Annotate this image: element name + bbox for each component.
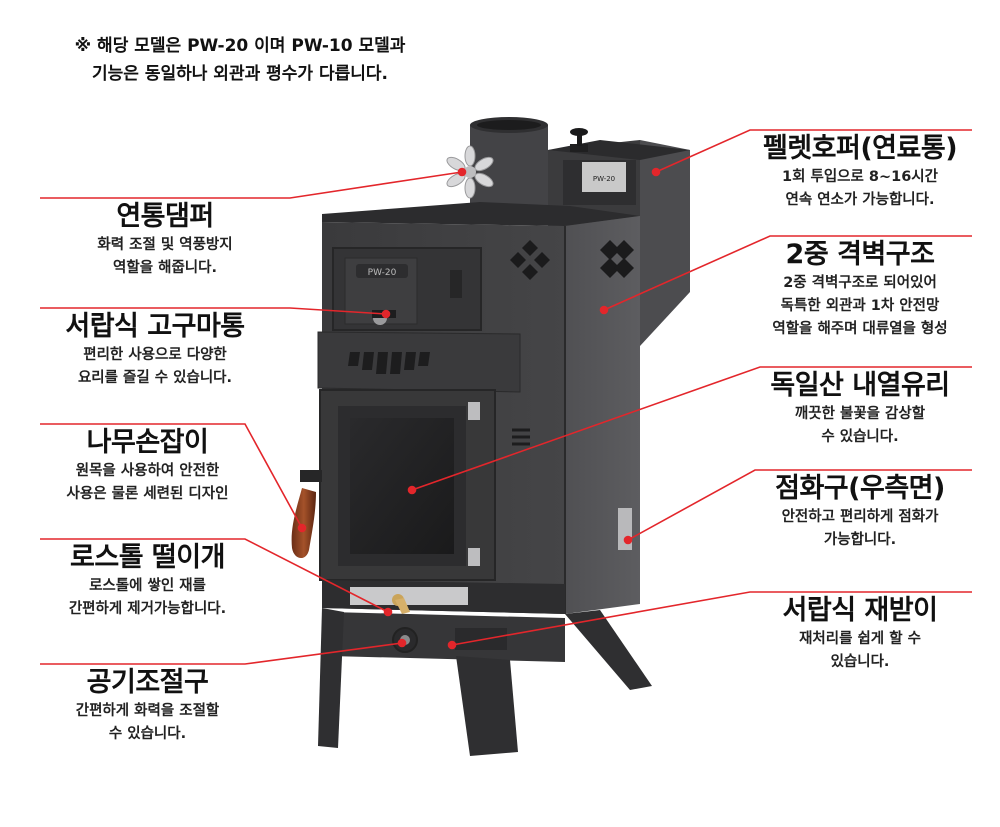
heat-resistant-glass — [350, 418, 454, 554]
callout-title: 공기조절구 — [86, 667, 209, 698]
drawer-badge-text: PW-20 — [368, 268, 397, 278]
callout-desc-line: 2중 격벽구조로 되어있어 — [783, 275, 937, 291]
callout-desc-line: 독특한 외관과 1차 안전망 — [780, 298, 940, 314]
callout-title: 점화구(우측면) — [775, 473, 945, 504]
callout-title: 나무손잡이 — [86, 427, 209, 458]
callout-desc-line: 역할을 해줍니다. — [113, 260, 217, 276]
callout-title: 펠렛호퍼(연료통) — [762, 133, 958, 164]
callout-title: 서랍식 고구마통 — [65, 311, 245, 342]
callout-desc-line: 가능합니다. — [823, 532, 897, 548]
callout-double-wall: 2중 격벽구조 2중 격벽구조로 되어있어 독특한 외관과 1차 안전망 역할을… — [740, 238, 980, 341]
callout-grate-shaker: 로스톨 떨이개 로스톨에 쌓인 재를 간편하게 제거가능합니다. — [25, 541, 270, 621]
grate-shaker-plate — [350, 587, 468, 605]
callout-desc-line: 있습니다. — [830, 654, 890, 670]
callout-title: 로스톨 떨이개 — [70, 542, 225, 573]
callout-desc-line: 요리를 즐길 수 있습니다. — [77, 370, 233, 386]
callout-flue-damper: 연통댐퍼 화력 조절 및 역풍방지 역할을 해줍니다. — [40, 200, 290, 280]
callout-desc-line: 1회 투입으로 8~16시간 — [782, 169, 938, 185]
model-notice-line-2: 기능은 동일하나 외관과 평수가 다릅니다. — [91, 64, 388, 84]
callout-desc-line: 간편하게 제거가능합니다. — [68, 601, 227, 617]
callout-title: 서랍식 재받이 — [782, 595, 938, 626]
callout-desc-line: 재처리를 쉽게 할 수 — [799, 631, 921, 647]
wooden-handle — [291, 470, 322, 559]
callout-desc-line: 편리한 사용으로 다양한 — [83, 347, 227, 363]
callout-desc-line: 안전하고 편리하게 점화가 — [781, 509, 939, 525]
callout-desc-line: 역할을 해주며 대류열을 형성 — [772, 321, 948, 337]
callout-desc-line: 깨끗한 불꽃을 감상할 — [794, 406, 926, 422]
callout-desc-line: 수 있습니다. — [108, 726, 187, 742]
callout-ash-drawer: 서랍식 재받이 재처리를 쉽게 할 수 있습니다. — [740, 594, 980, 674]
sweet-potato-drawer: PW-20 — [332, 247, 482, 331]
callout-desc-line: 화력 조절 및 역풍방지 — [97, 237, 233, 253]
callout-desc-line: 로스톨에 쌓인 재를 — [89, 578, 206, 594]
air-control — [392, 627, 418, 653]
hopper-plate-text: PW-20 — [593, 175, 615, 183]
model-notice-line-1: ※ 해당 모델은 PW-20 이며 PW-10 모델과 — [74, 36, 406, 56]
ignition-port — [618, 508, 632, 550]
callout-desc-line: 원목을 사용하여 안전한 — [75, 463, 220, 479]
firebox-door — [319, 389, 496, 581]
callout-wooden-handle: 나무손잡이 원목을 사용하여 안전한 사용은 물론 세련된 디자인 — [25, 426, 270, 506]
callout-title: 2중 격벽구조 — [785, 239, 935, 270]
model-notice: ※ 해당 모델은 PW-20 이며 PW-10 모델과 기능은 동일하나 외관과… — [40, 32, 440, 88]
callout-desc-line: 수 있습니다. — [821, 429, 899, 445]
callout-sweet-potato-drawer: 서랍식 고구마통 편리한 사용으로 다양한 요리를 즐길 수 있습니다. — [20, 310, 290, 390]
ash-drawer — [330, 612, 565, 662]
callout-title: 독일산 내열유리 — [770, 370, 950, 401]
callout-heat-resistant-glass: 독일산 내열유리 깨끗한 불꽃을 감상할 수 있습니다. — [740, 369, 980, 449]
callout-desc-line: 연속 연소가 가능합니다. — [785, 192, 935, 208]
callout-desc-line: 간편하게 화력을 조절할 — [75, 703, 220, 719]
double-wall-side — [565, 216, 640, 614]
hopper-label-plate — [582, 162, 626, 192]
callout-air-control: 공기조절구 간편하게 화력을 조절할 수 있습니다. — [25, 666, 270, 746]
callout-title: 연통댐퍼 — [116, 201, 214, 232]
hopper-lid-knob — [570, 128, 588, 136]
callout-desc-line: 사용은 물론 세련된 디자인 — [66, 486, 229, 502]
callout-pellet-hopper: 펠렛호퍼(연료통) 1회 투입으로 8~16시간 연속 연소가 가능합니다. — [740, 132, 980, 212]
callout-ignition-port: 점화구(우측면) 안전하고 편리하게 점화가 가능합니다. — [740, 472, 980, 552]
